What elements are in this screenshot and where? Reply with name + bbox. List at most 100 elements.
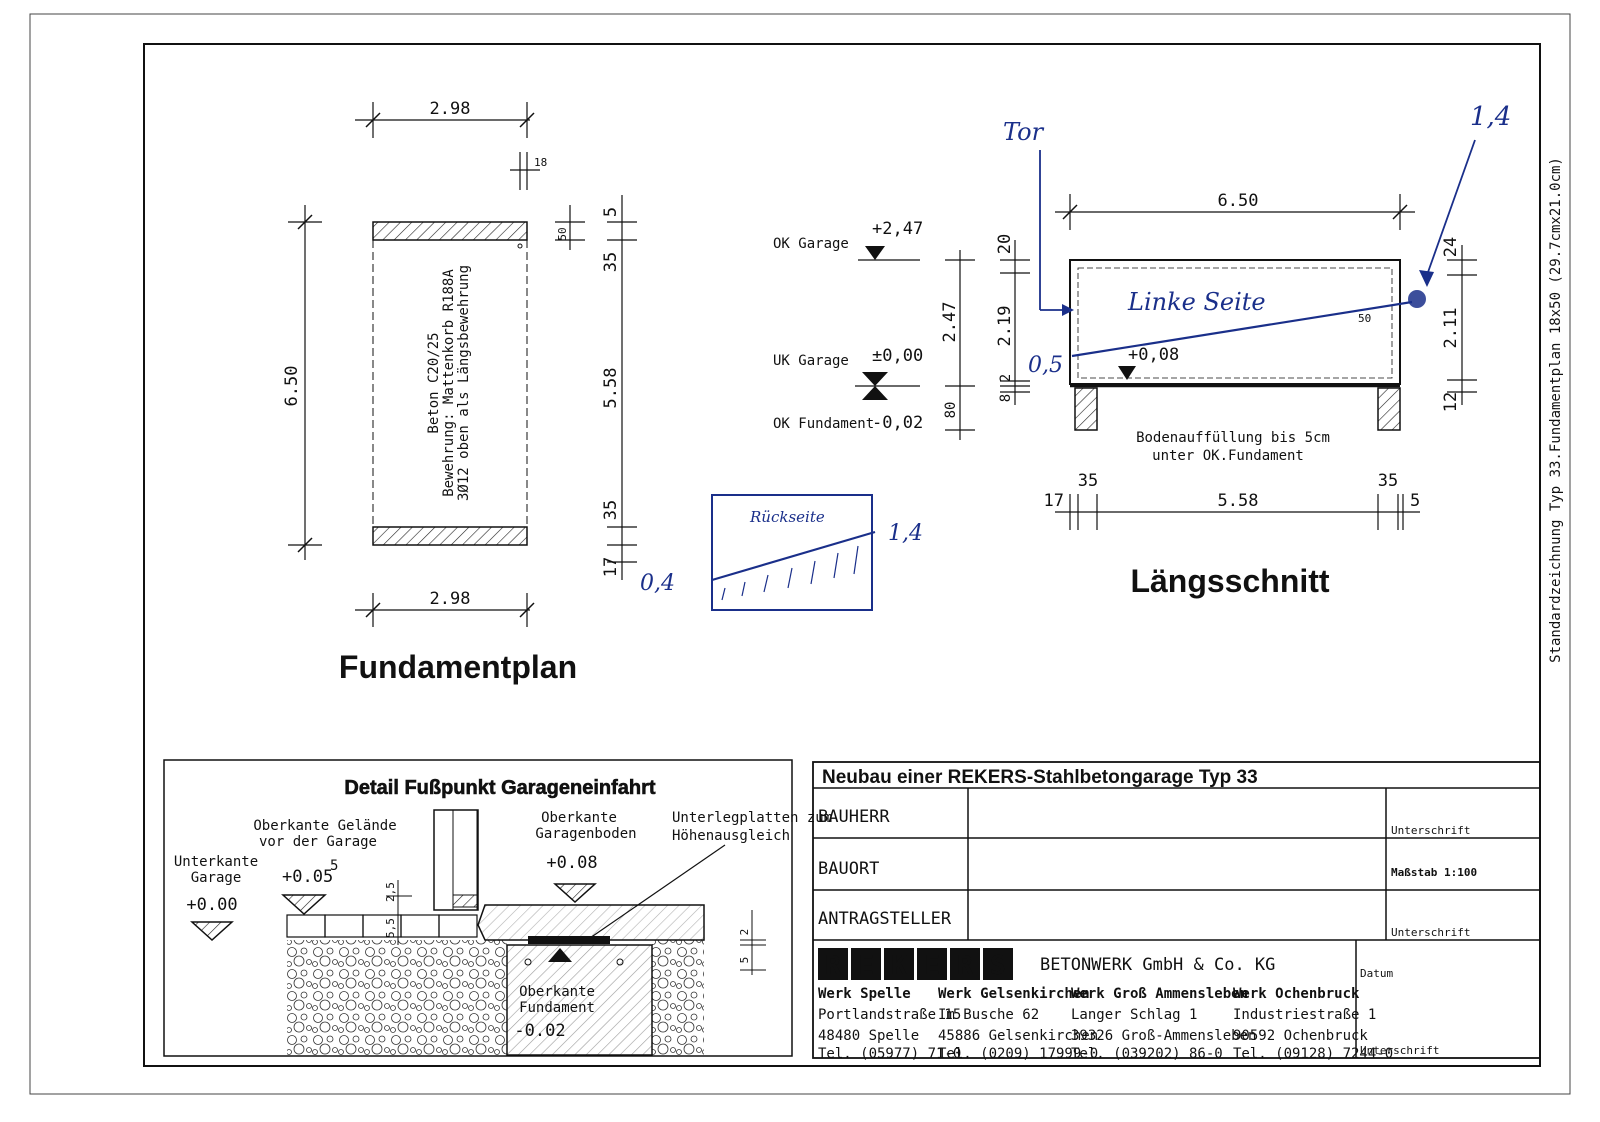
fp-note-1: Beton C20/25 xyxy=(426,332,442,433)
gelaende-triangle-icon xyxy=(281,894,327,916)
werk-name: Werk Gelsenkirchen xyxy=(938,986,1090,1002)
scribble-marker-icon xyxy=(1408,290,1426,308)
fp-dim-17: 17 xyxy=(601,557,621,577)
werk-street: Portlandstraße 15 xyxy=(818,1007,961,1023)
ok-garage-label: OK Garage xyxy=(773,236,849,252)
ok-garage-value: +2,47 xyxy=(872,219,923,239)
ls-foundation-left xyxy=(1074,387,1098,431)
ls-garage-body xyxy=(1069,259,1401,385)
ls-dim-2: 2 xyxy=(998,374,1014,382)
werk-name: Werk Spelle xyxy=(818,986,911,1002)
fp-dim-558: 5.58 xyxy=(601,368,621,409)
ls-note-1: Bodenauffüllung bis 5cm xyxy=(1136,430,1330,446)
ls-dim-211: 2.11 xyxy=(1441,308,1461,349)
logo-letter-box xyxy=(884,948,914,980)
uk-garage-label: UK Garage xyxy=(773,353,849,369)
detail-fund-1: Oberkante xyxy=(519,984,595,1000)
tb-datum: Datum xyxy=(1360,967,1393,980)
title-block: Neubau einer REKERS-Stahlbetongarage Typ… xyxy=(812,761,1541,1062)
detail-platten-2: Höhenausgleich xyxy=(672,828,790,844)
ls-dim-35-r: 35 xyxy=(1378,471,1398,491)
detail-unterkante-2: Garage xyxy=(191,870,242,886)
werk-tel: Tel. (0209) 17999-0 xyxy=(938,1046,1098,1062)
detail-boden-val: +0.08 xyxy=(546,853,597,873)
detail-unterkante-1: Unterkante xyxy=(174,854,258,870)
detail-dim-2: 2 xyxy=(738,929,751,936)
uk-garage-value: ±0,00 xyxy=(872,346,923,366)
ls-dim-247: 2.47 xyxy=(940,302,960,343)
fp-note-2: Bewehrung: Mattenkorb R188A xyxy=(441,269,457,497)
tb-bauort: BAUORT xyxy=(818,859,879,879)
detail-gelaende-1: Oberkante Gelände xyxy=(253,818,396,834)
logo-letter: K xyxy=(891,951,907,981)
rueckseite-label: Rückseite xyxy=(749,508,825,526)
val-05: 0,5 xyxy=(1028,353,1063,378)
fundamentplan: 2.98 18 6.50 Beton C20/25 Bewehrung: Mat… xyxy=(282,99,637,685)
fp-dim-top: 2.98 xyxy=(430,99,471,119)
detail-fund-2: Fundament xyxy=(519,1000,595,1016)
slope-line xyxy=(1071,300,1413,358)
val-14-top: 1,4 xyxy=(1470,102,1511,132)
werk-name: Werk Groß Ammensleben xyxy=(1071,986,1248,1002)
werk-city: 48480 Spelle xyxy=(818,1028,919,1044)
detail-dim-25: 2,5 xyxy=(384,882,397,902)
logo-letter: S xyxy=(990,951,1006,981)
unterkante-triangle-icon xyxy=(190,921,234,942)
ls-level-008: +0,08 xyxy=(1128,345,1179,365)
level-markers: OK Garage +2,47 UK Garage ±0,00 OK Funda… xyxy=(773,219,923,433)
ls-dim-35-l: 35 xyxy=(1078,471,1098,491)
ls-dim-12: 12 xyxy=(1441,392,1461,412)
detail-title: Detail Fußpunkt Garageneinfahrt xyxy=(344,777,655,799)
fp-dim-35-bottom: 35 xyxy=(601,500,621,520)
fp-wall-top xyxy=(372,221,528,241)
fp-wall-bottom xyxy=(372,526,528,546)
detail-platten-1: Unterlegplatten zum xyxy=(672,810,832,826)
tor-label: Tor xyxy=(1003,118,1045,146)
werk-street: Industriestraße 1 xyxy=(1233,1007,1376,1023)
rueckseite-sketch: Rückseite 1,4 0,4 xyxy=(640,494,923,611)
detail-boden-2: Garagenboden xyxy=(535,826,636,842)
detail-dim-55: 5,5 xyxy=(384,918,397,938)
ok-fundament-value: -0,02 xyxy=(872,413,923,433)
ls-dim-558: 5.58 xyxy=(1218,491,1259,511)
detail-gelaende-2: vor der Garage xyxy=(259,834,377,850)
ok-fundament-label: OK Fundament xyxy=(773,416,874,432)
logo-letter: R xyxy=(957,951,973,981)
detail-unterkante-val: +0.00 xyxy=(186,895,237,915)
val-04: 0,4 xyxy=(640,571,675,596)
val-14-arrow-icon xyxy=(1419,270,1434,287)
fp-dim-5: 5 xyxy=(601,207,621,217)
tb-company: BETONWERK GmbH & Co. KG xyxy=(1040,955,1275,975)
fp-dim-35-top: 35 xyxy=(601,252,621,272)
unterlegplatten xyxy=(528,936,610,944)
tb-unterschrift-1: Unterschrift xyxy=(1391,824,1470,837)
tb-bauherr: BAUHERR xyxy=(818,807,890,827)
uk-garage-triangle-icon xyxy=(862,372,888,386)
ok-garage-triangle-icon xyxy=(865,246,885,260)
tb-unterschrift-2: Unterschrift xyxy=(1391,926,1470,939)
tb-heading: Neubau einer REKERS-Stahlbetongarage Typ… xyxy=(822,767,1258,788)
tb-antragsteller: ANTRAGSTELLER xyxy=(818,909,952,929)
ls-title: Längsschnitt xyxy=(1130,563,1329,599)
linke-seite-label: Linke Seite xyxy=(1127,288,1266,316)
ls-foundation-right xyxy=(1377,387,1401,431)
val-14-mid: 1,4 xyxy=(888,521,923,546)
werk-name: Werk Ochenbruck xyxy=(1233,986,1360,1002)
werk-city: 39326 Groß-Ammensleben xyxy=(1071,1028,1256,1044)
fp-dim-18: 18 xyxy=(534,156,547,169)
ls-note-2: unter OK.Fundament xyxy=(1152,448,1304,464)
sheet-outer-border xyxy=(29,13,1571,1095)
werk-tel: Tel. (039202) 86-0 xyxy=(1071,1046,1223,1062)
werk-street: Im Busche 62 xyxy=(938,1007,1039,1023)
fp-dim-left: 6.50 xyxy=(282,366,302,407)
tor-arrow-icon xyxy=(1062,304,1074,316)
sheet-frame xyxy=(143,43,1541,1067)
ls-dim-20: 20 xyxy=(995,234,1015,254)
ls-dim-650: 6.50 xyxy=(1218,191,1259,211)
ls-level-triangle-icon xyxy=(1118,366,1136,380)
logo-letter-box xyxy=(917,948,947,980)
werk-tel: Tel. (05977) 71-0 xyxy=(818,1046,961,1062)
